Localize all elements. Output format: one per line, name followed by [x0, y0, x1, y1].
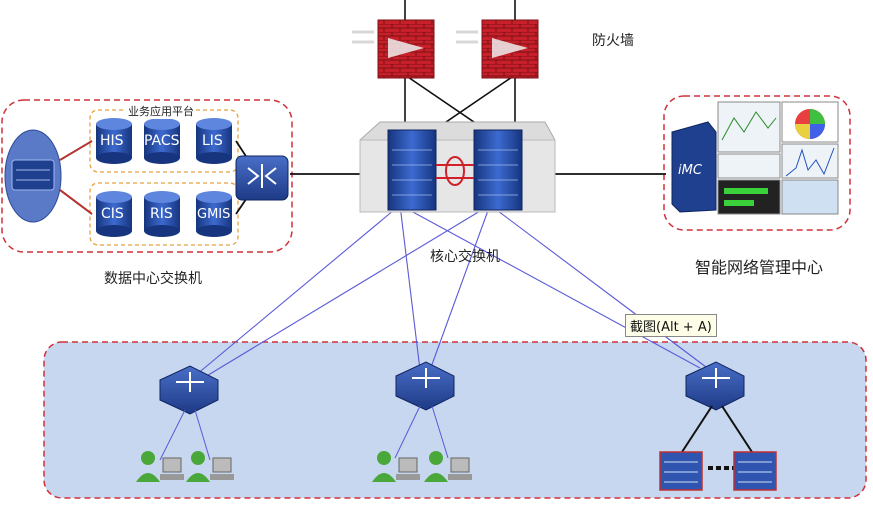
workstation-group-left: [136, 451, 234, 482]
core-switch-label: 核心交换机: [430, 249, 500, 265]
server-label-pacs: PACS: [144, 133, 180, 149]
datacenter-switch-label: 数据中心交换机: [104, 271, 202, 287]
nms-center-label: 智能网络管理中心: [695, 258, 824, 277]
firewall-left: [377, 19, 435, 79]
access-switch-right: [685, 361, 745, 411]
firewall-motion-lines: [352, 30, 478, 44]
nms-dashboard-screens: [717, 101, 839, 215]
workstation-group-middle: [372, 451, 472, 482]
server-pacs: [144, 118, 180, 164]
firewall-label: 防火墙: [592, 33, 634, 49]
core-switch-block: [359, 121, 556, 213]
access-switch-middle: [395, 361, 455, 411]
uplinks: [189, 204, 711, 381]
app-platform-label: 业务应用平台: [126, 103, 196, 119]
server-ris: [144, 191, 180, 237]
server-gmis: [196, 191, 232, 237]
server-his: [96, 118, 132, 164]
server-rack-right: [733, 451, 777, 491]
server-label-cis: CIS: [101, 206, 124, 222]
server-cis: [96, 191, 132, 237]
server-lis: [196, 118, 232, 164]
server-label-ris: RIS: [150, 206, 173, 222]
datacenter-switch-icon: [235, 155, 289, 201]
dc-link-red-2: [59, 189, 93, 215]
screenshot-tooltip: 截图(Alt + A): [625, 314, 717, 337]
dc-link-red-1: [59, 140, 93, 161]
core-switch-chassis-2: [473, 129, 523, 211]
endpoint-links: [159, 405, 449, 461]
server-rack-left: [659, 451, 703, 491]
firewall-right: [481, 19, 539, 79]
server-label-his: HIS: [100, 133, 124, 149]
server-label-gmis: GMIS: [197, 207, 230, 222]
server-rack-links: [681, 405, 753, 453]
imc-server-icon: [671, 121, 717, 213]
imc-label: iMC: [678, 163, 703, 178]
storage-disk-icon: [4, 129, 62, 223]
core-switch-chassis-1: [387, 129, 437, 211]
server-label-lis: LIS: [202, 133, 223, 149]
access-switch-left: [159, 365, 219, 415]
